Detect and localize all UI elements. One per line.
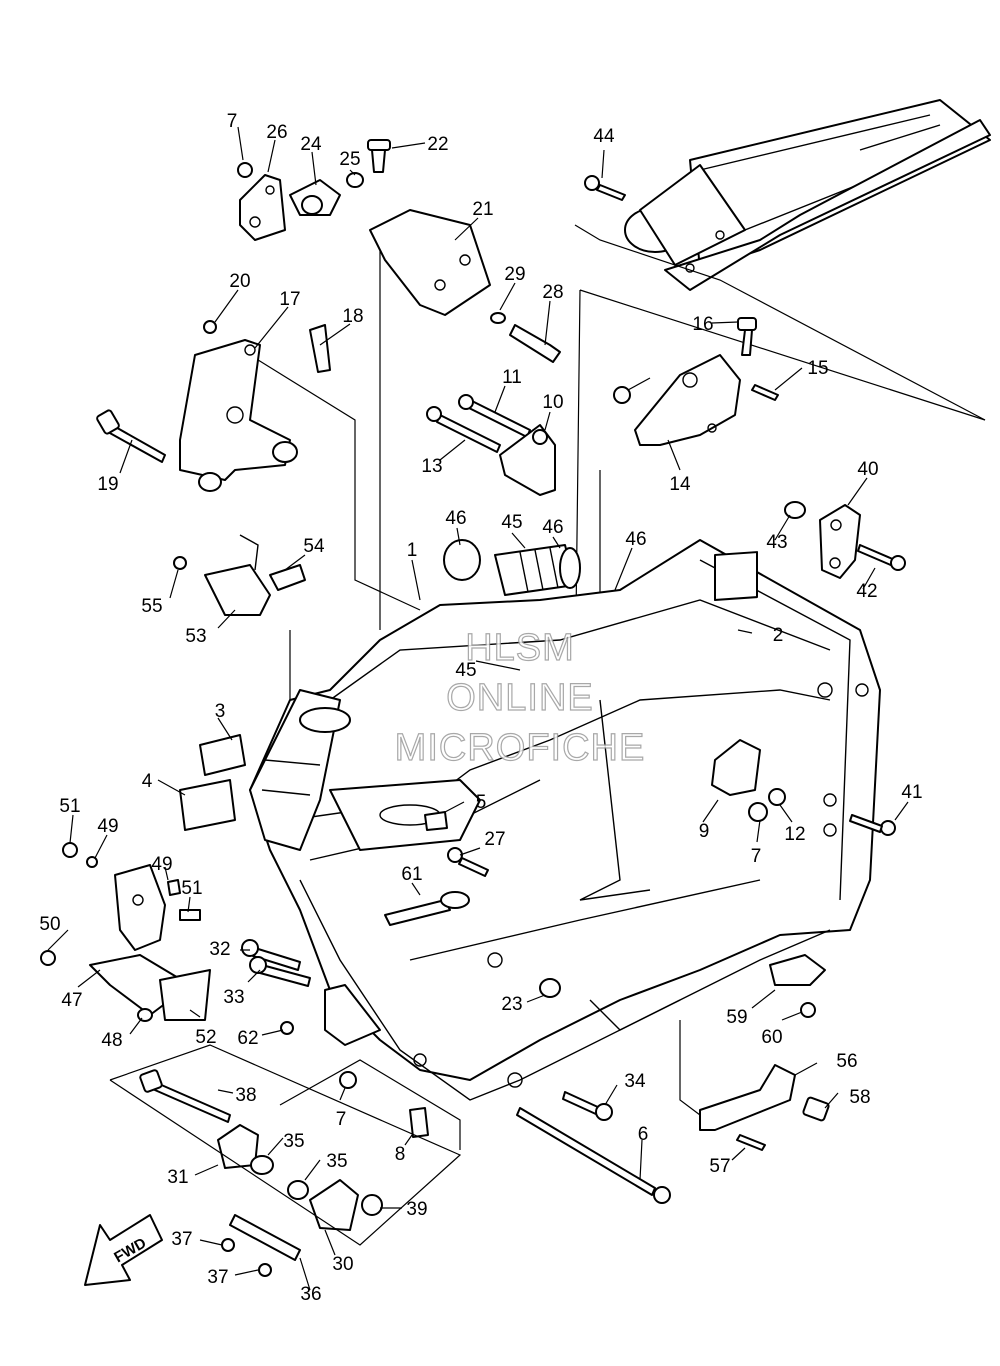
left-upper-bracket (96, 320, 331, 492)
callout: 13 (421, 456, 442, 477)
callout: 15 (807, 358, 828, 379)
callout: 32 (209, 939, 230, 960)
callout: 57 (709, 1156, 730, 1177)
left-lower-brackets (40, 734, 246, 1022)
callout: 35 (326, 1151, 347, 1172)
muffler (624, 99, 991, 291)
callout: 39 (406, 1199, 427, 1220)
callout: 41 (901, 782, 922, 803)
callout: 46 (445, 508, 466, 529)
callout: 11 (502, 367, 522, 388)
callout: 7 (227, 111, 238, 132)
callout: 54 (303, 536, 325, 557)
callout: 45 (455, 660, 476, 681)
intake-boot (443, 539, 581, 596)
callout: 51 (59, 796, 80, 817)
callout: 51 (181, 878, 202, 899)
callout: 24 (300, 134, 322, 155)
callout: 33 (223, 987, 244, 1008)
callout: 31 (167, 1167, 188, 1188)
lower-mounts (139, 1069, 383, 1277)
callout: 19 (97, 474, 118, 495)
callout: 3 (215, 701, 226, 722)
callout: 7 (336, 1109, 347, 1130)
callout: 49 (97, 816, 118, 837)
callout: 46 (542, 517, 563, 538)
callout: 6 (638, 1124, 649, 1145)
callout: 23 (501, 994, 522, 1015)
callout: 30 (332, 1254, 353, 1275)
callout: 5 (476, 792, 487, 813)
callout: 29 (504, 264, 525, 285)
callout: 55 (141, 596, 162, 617)
callout: 60 (761, 1027, 782, 1048)
bolts-32-33 (241, 891, 470, 1046)
watermark-line-3: MICROFICHE (395, 727, 646, 769)
callout: 48 (101, 1030, 122, 1051)
callout: 16 (692, 314, 713, 335)
callout: 37 (207, 1267, 228, 1288)
callout: 38 (235, 1085, 256, 1106)
misc-small-parts (173, 175, 626, 877)
callout: 50 (39, 914, 60, 935)
callout: 47 (61, 990, 82, 1011)
callout: 10 (542, 392, 563, 413)
mount-40 (784, 501, 906, 579)
bracket-56 (699, 814, 896, 1151)
callout: 58 (849, 1087, 870, 1108)
callout: 62 (237, 1028, 258, 1049)
callout: 40 (857, 459, 878, 480)
callout: 12 (784, 824, 805, 845)
callout: 36 (300, 1284, 321, 1305)
callout: 28 (542, 282, 563, 303)
callout: 53 (185, 626, 206, 647)
callout: 45 (501, 512, 522, 533)
callout: 26 (266, 122, 287, 143)
main-frame (249, 539, 881, 1101)
leader-lines (47, 126, 909, 1291)
callout-numbers: 7 26 24 25 22 21 29 28 44 20 17 18 19 16… (39, 111, 922, 1305)
callout: 2 (773, 625, 784, 646)
callout: 49 (151, 854, 172, 875)
callout: 1 (407, 540, 418, 561)
callout: 9 (699, 821, 710, 842)
callout: 22 (427, 134, 448, 155)
bolt-set-10-13 (426, 394, 556, 496)
fwd-arrow: FWD (84, 1214, 163, 1286)
callout: 37 (171, 1229, 192, 1250)
callout: 43 (766, 532, 787, 553)
callout: 56 (836, 1051, 857, 1072)
mount-boxes (109, 1020, 701, 1246)
callout: 52 (195, 1027, 216, 1048)
callout: 18 (342, 306, 363, 327)
callout: 21 (472, 199, 493, 220)
callout: 17 (279, 289, 300, 310)
callout: 25 (339, 149, 360, 170)
top-mount-assembly (237, 139, 561, 363)
callout: 4 (142, 771, 153, 792)
callout: 46 (625, 529, 646, 550)
callout: 34 (624, 1071, 646, 1092)
callout: 14 (669, 474, 691, 495)
callout: 27 (484, 829, 505, 850)
callout: 35 (283, 1131, 304, 1152)
callout: 20 (229, 271, 250, 292)
watermark-line-2: ONLINE (446, 677, 593, 719)
callout: 61 (401, 864, 422, 885)
callout: 7 (751, 846, 762, 867)
callout: 59 (726, 1007, 747, 1028)
callout: 42 (856, 581, 877, 602)
watermark: HLSM ONLINE MICROFICHE (394, 626, 646, 769)
long-bolt-6 (339, 978, 671, 1204)
bracket-14 (613, 317, 779, 446)
callout: 8 (395, 1144, 406, 1165)
watermark-line-1: HLSM (465, 627, 575, 669)
callout: 44 (593, 126, 615, 147)
